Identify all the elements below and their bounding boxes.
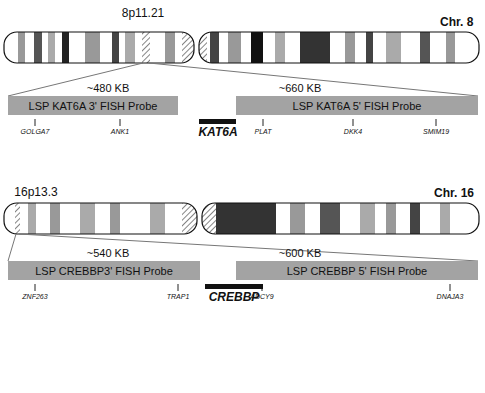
- annotation-label: ~660 KB: [279, 82, 322, 94]
- probe-band: LSP CREBBP3' FISH Probe: [8, 261, 200, 280]
- annotation-label: Chr. 8: [440, 16, 473, 29]
- gene-label: ADCY9: [250, 293, 273, 301]
- probe-label: LSP CREBBP 5' FISH Probe: [283, 265, 431, 277]
- annotation-label: Chr. 16: [434, 187, 474, 200]
- chr8-q-arm: [199, 32, 479, 63]
- gene-bar: [205, 284, 263, 289]
- gene-label: GOLGA7: [21, 128, 50, 136]
- gene-label: DNAJA3: [437, 293, 464, 301]
- probe-label: LSP KAT6A 3' FISH Probe: [25, 100, 162, 112]
- gene-label: KAT6A: [198, 126, 237, 139]
- probe-label: LSP KAT6A 5' FISH Probe: [289, 100, 426, 112]
- chr16-p-arm: [4, 203, 197, 234]
- probe-band: LSP KAT6A 5' FISH Probe: [236, 96, 478, 115]
- probe-band: LSP CREBBP 5' FISH Probe: [236, 261, 478, 280]
- chr8-p-arm: [4, 32, 194, 63]
- probe-band: LSP KAT6A 3' FISH Probe: [8, 96, 178, 115]
- annotation-label: 16p13.3: [14, 186, 57, 199]
- annotation-label: 8p11.21: [122, 7, 165, 20]
- gene-label: PLAT: [255, 128, 272, 136]
- gene-label: SMIM19: [423, 128, 449, 136]
- gene-label: ZNF263: [22, 293, 47, 301]
- gene-ticks: [35, 284, 450, 291]
- gene-label: DKK4: [344, 128, 362, 136]
- annotation-label: ~540 KB: [87, 247, 130, 259]
- annotation-label: ~600 KB: [279, 247, 322, 259]
- gene-label: TRAP1: [167, 293, 190, 301]
- annotation-label: ~480 KB: [87, 82, 130, 94]
- gene-bar: [199, 119, 236, 124]
- gene-label: ANK1: [111, 128, 129, 136]
- probe-label: LSP CREBBP3' FISH Probe: [31, 265, 177, 277]
- chr16-q-arm: [202, 203, 479, 234]
- gene-ticks: [35, 119, 436, 126]
